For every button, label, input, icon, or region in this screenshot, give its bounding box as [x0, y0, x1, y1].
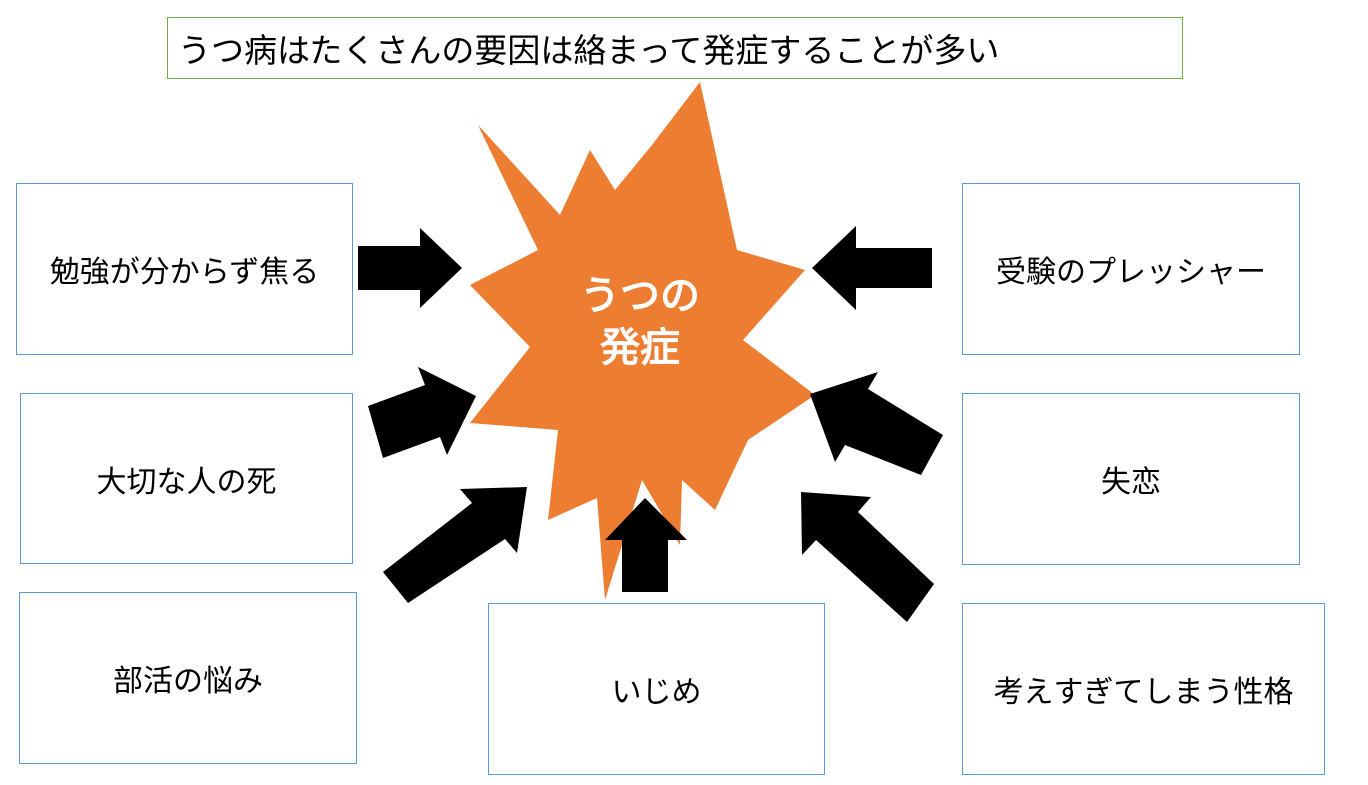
arrow-overthinking [801, 492, 934, 622]
cause-box-heartbreak: 失恋 [962, 393, 1300, 565]
onset-label-line1: うつの [580, 273, 700, 319]
arrow-heartbreak [810, 372, 943, 475]
onset-burst-shape [470, 82, 815, 600]
onset-label-line2: 発症 [600, 325, 680, 371]
cause-box-club: 部活の悩み [19, 592, 357, 764]
cause-box-study: 勉強が分からず焦る [16, 183, 353, 355]
arrow-study [358, 228, 462, 308]
cause-box-bullying: いじめ [488, 603, 825, 775]
onset-label: うつの 発症 [540, 270, 740, 374]
arrow-club [383, 487, 527, 603]
cause-box-exam: 受験のプレッシャー [962, 183, 1300, 355]
cause-box-death: 大切な人の死 [20, 393, 353, 564]
arrow-bullying [605, 498, 687, 592]
arrow-exam [812, 226, 932, 310]
diagram-title: うつ病はたくさんの要因は絡まって発症することが多い [167, 17, 1183, 79]
cause-box-overthinking: 考えすぎてしまう性格 [962, 603, 1325, 775]
arrow-death [368, 367, 476, 458]
